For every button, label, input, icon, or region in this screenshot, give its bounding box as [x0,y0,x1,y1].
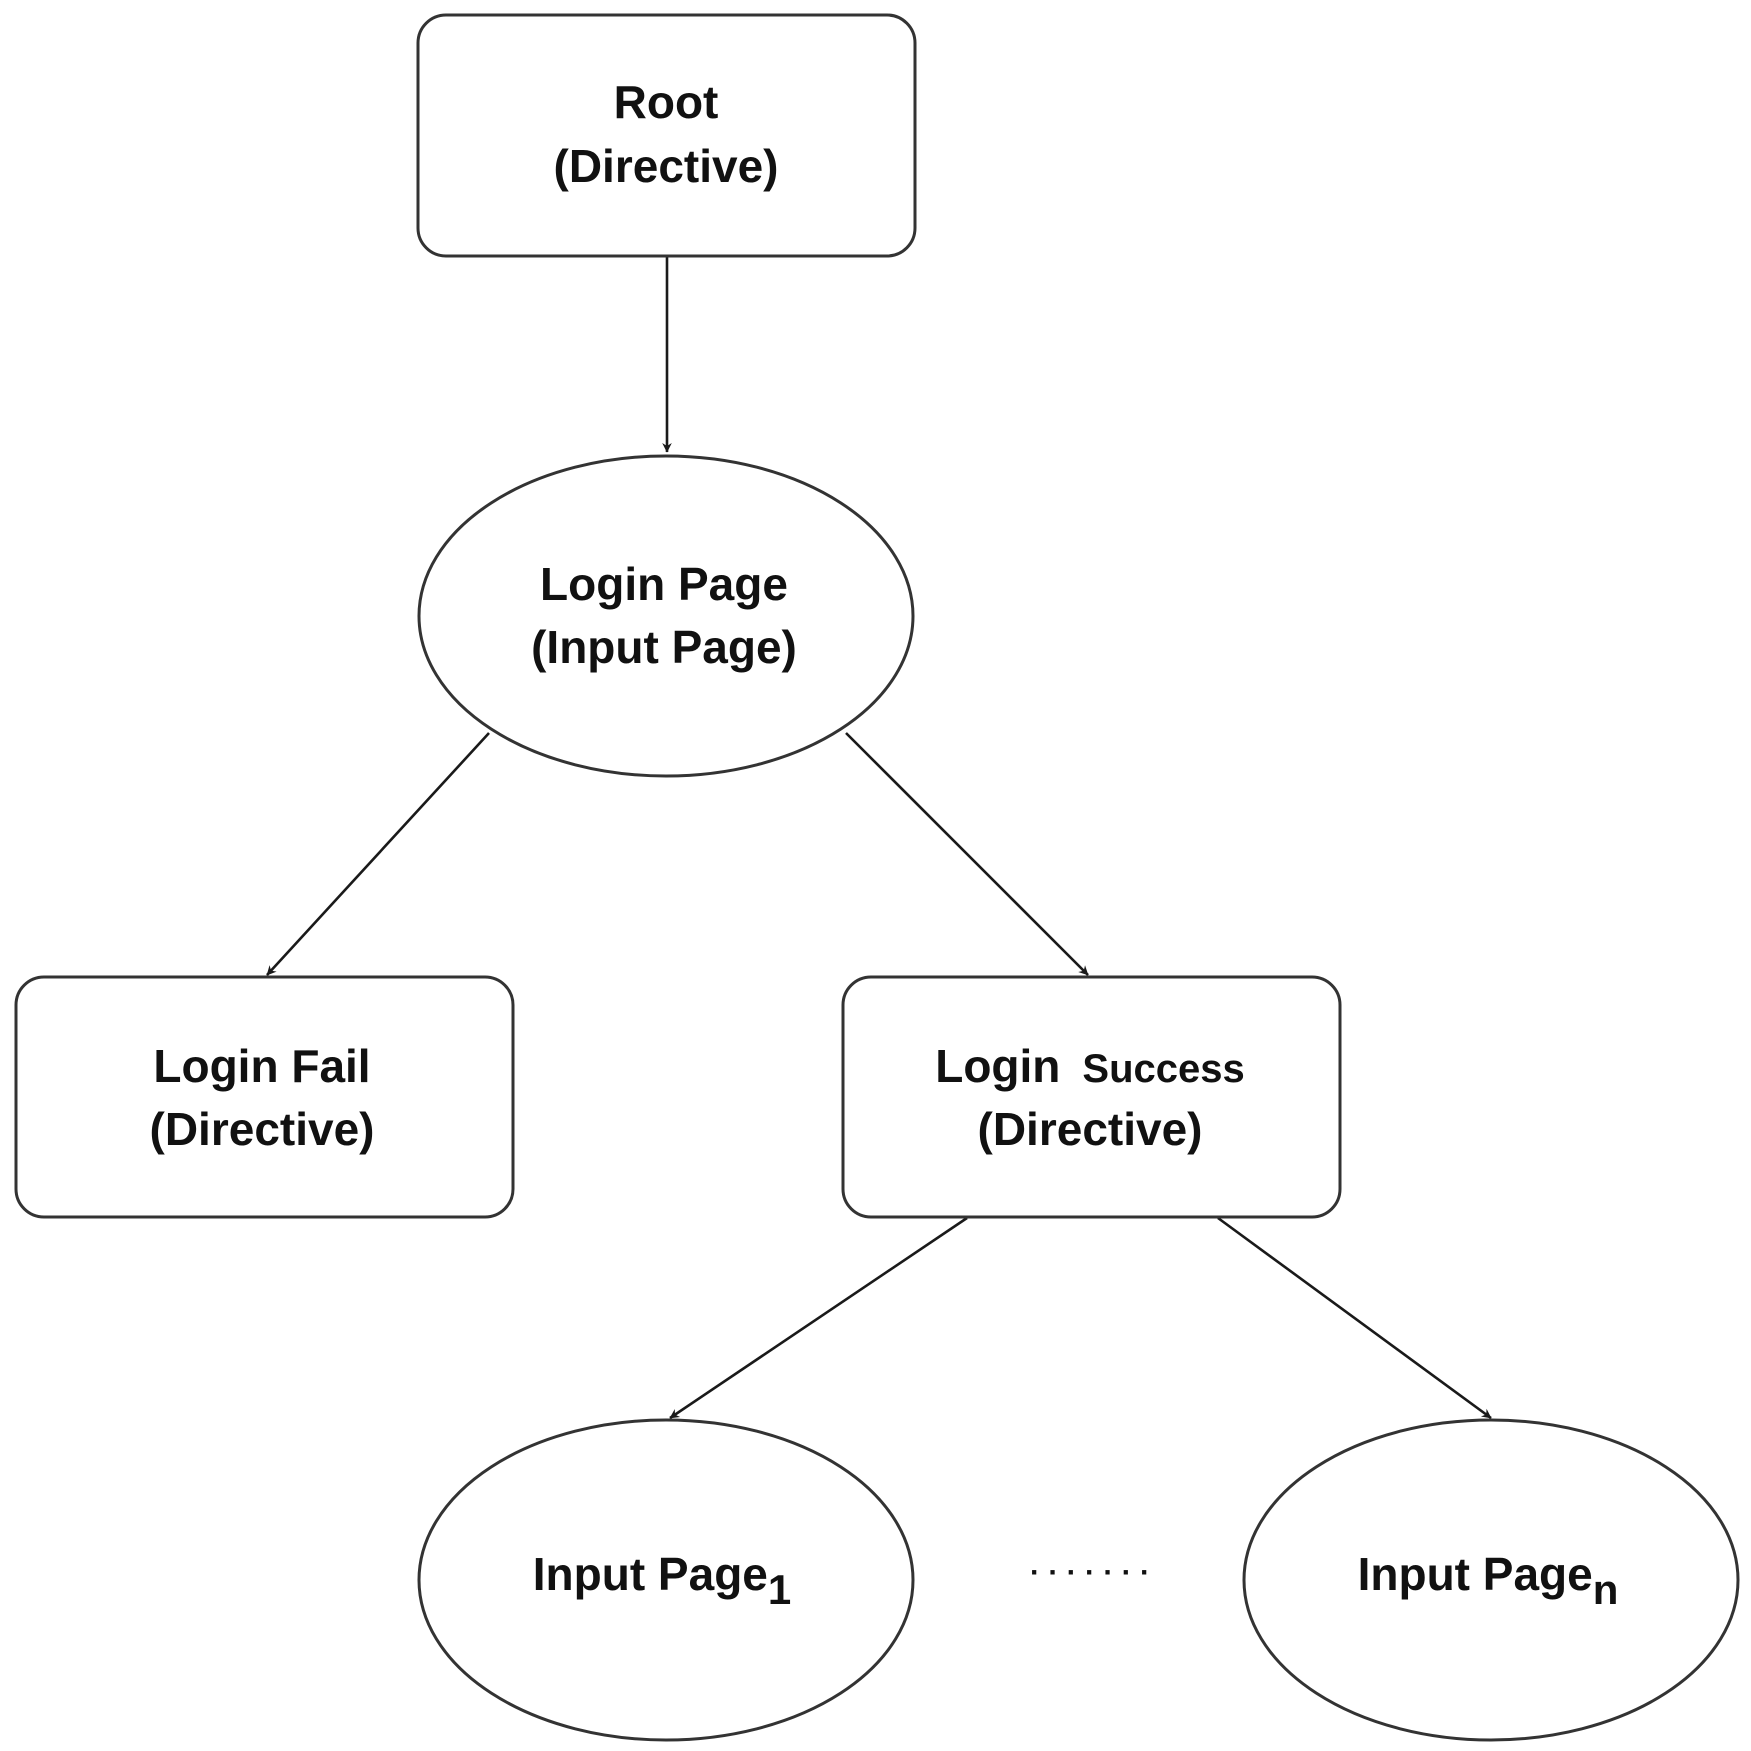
node-root-box [416,13,917,258]
node-input-page-n-label: Input Pagen [1358,1548,1619,1613]
node-login-page-ellipse [417,454,915,778]
node-login-page: Login Page (Input Page) [417,454,915,778]
node-login-fail-title: Login Fail [153,1040,370,1092]
node-input-page-n-subscript: n [1593,1566,1619,1613]
node-login-page-subtitle: (Input Page) [531,621,797,673]
node-input-page-n-text: Input Page [1358,1548,1593,1600]
edge-login-success-to-input-page-1 [669,1216,968,1420]
edge-login-success-to-input-page-n [1217,1216,1492,1420]
edge-login-page-to-login-fail [266,732,490,976]
node-input-page-n: Input Pagen [1242,1418,1740,1742]
node-login-success-title: Login Success [935,1040,1245,1092]
node-input-page-1-ellipse [417,1418,915,1742]
node-input-page-1-text: Input Page [533,1548,768,1600]
node-input-page-1-subscript: 1 [768,1566,791,1613]
node-input-page-n-ellipse [1242,1418,1740,1742]
node-login-fail-box [14,975,515,1219]
node-login-fail-subtitle: (Directive) [150,1103,375,1155]
node-login-success-title-success: Success [1082,1047,1244,1091]
node-login-fail: Login Fail (Directive) [14,975,515,1219]
edge-login-page-to-login-success [845,732,1089,976]
node-root-subtitle: (Directive) [554,140,779,192]
node-login-page-title: Login Page [540,558,788,610]
node-login-success: Login Success (Directive) [841,975,1342,1219]
node-login-success-subtitle: (Directive) [978,1103,1203,1155]
ellipsis-dots: · · · · · · · [1030,1556,1150,1589]
node-root: Root (Directive) [416,13,917,258]
node-login-success-box [841,975,1342,1219]
node-root-title: Root [614,76,719,128]
node-input-page-1-label: Input Page1 [533,1548,791,1613]
node-input-page-1: Input Page1 [417,1418,915,1742]
node-login-success-title-login: Login [935,1040,1060,1092]
